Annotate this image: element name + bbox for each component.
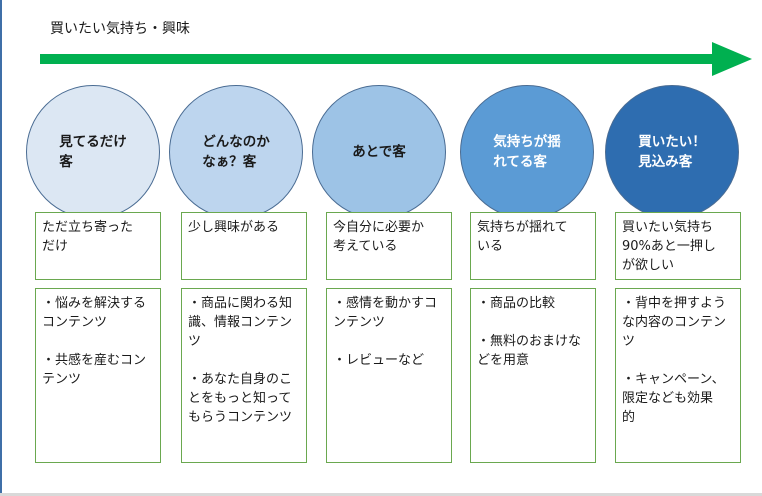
stage-circle-5: 買いたい！ 見込み客 bbox=[605, 85, 739, 219]
arrow-head bbox=[712, 42, 752, 76]
stage-content-box-1: ・悩みを解決する コンテンツ ・共感を産むコン テンツ bbox=[35, 288, 161, 463]
stage-state-box-3: 今自分に必要か 考えている bbox=[326, 212, 452, 280]
progress-arrow bbox=[40, 42, 752, 76]
stage-circle-label-5: 買いたい！ 見込み客 bbox=[638, 134, 706, 170]
stage-circle-label-2: どんなのか なぁ？客 bbox=[202, 134, 270, 170]
stage-circle-2: どんなのか なぁ？客 bbox=[169, 85, 303, 219]
stage-circle-label-1: 見てるだけ 客 bbox=[59, 134, 127, 170]
stage-circle-3: あとで客 bbox=[312, 85, 446, 219]
stage-state-box-1: ただ立ち寄った だけ bbox=[35, 212, 161, 280]
stage-content-box-3: ・感情を動かすコ ンテンツ ・レビューなど bbox=[326, 288, 452, 463]
stage-content-box-4: ・商品の比較 ・無料のおまけな どを用意 bbox=[470, 288, 596, 463]
frame-left-border bbox=[0, 0, 2, 496]
stage-circle-label-3: あとで客 bbox=[352, 144, 406, 160]
stage-content-box-5: ・背中を押すよう な内容のコンテン ツ ・キャンペーン、 限定なども効果 的 bbox=[615, 288, 741, 463]
stage-state-box-5: 買いたい気持ち 90%あと一押し が欲しい bbox=[615, 212, 741, 280]
frame-bottom-border bbox=[0, 493, 762, 496]
stage-state-box-2: 少し興味がある bbox=[181, 212, 307, 280]
arrow-shaft bbox=[40, 54, 712, 64]
stage-content-box-2: ・商品に関わる知 識、情報コンテン ツ ・あなた自身のこ とをもっと知って もら… bbox=[181, 288, 307, 463]
stage-circle-1: 見てるだけ 客 bbox=[26, 85, 160, 219]
axis-title: 買いたい気持ち・興味 bbox=[50, 21, 190, 37]
stage-state-box-4: 気持ちが揺れて いる bbox=[470, 212, 596, 280]
stage-circle-label-4: 気持ちが揺 れてる客 bbox=[493, 134, 561, 170]
stage-circle-4: 気持ちが揺 れてる客 bbox=[460, 85, 594, 219]
